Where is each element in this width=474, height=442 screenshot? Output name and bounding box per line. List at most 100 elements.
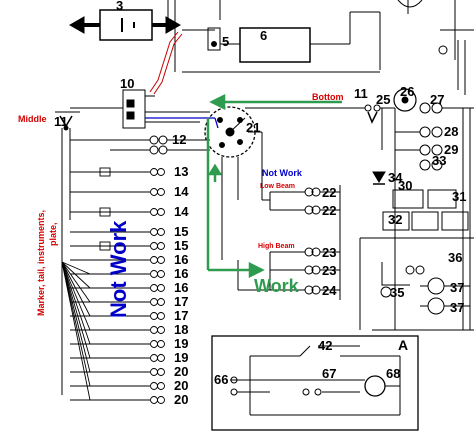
label-15b: 15: [174, 238, 188, 253]
label-34: 34: [388, 170, 403, 185]
annotation-marker: Marker, tail, instruments,: [36, 210, 46, 316]
label-16a: 16: [174, 252, 188, 267]
label-23a: 23: [322, 245, 336, 260]
lamp-bulb: [150, 396, 158, 404]
label-11-right: 11: [354, 86, 368, 101]
lamp-bulb: [157, 312, 165, 320]
label-26: 26: [400, 84, 414, 99]
bulb-12: [70, 135, 210, 155]
lamp-bulb: [157, 326, 165, 334]
lamp-bulb: [150, 368, 158, 376]
label-36: 36: [448, 250, 462, 265]
label-29: 29: [444, 142, 458, 157]
fanout-wire: [61, 261, 91, 373]
lamp-bulb: [157, 270, 165, 278]
label-37a: 37: [450, 280, 464, 295]
relay-10: [122, 89, 210, 129]
instrument-cluster: [359, 88, 474, 331]
lamp-bulb: [157, 228, 165, 236]
lamp-bulb: [157, 368, 165, 376]
fanout-wire: [61, 261, 91, 345]
inset-a: [211, 335, 419, 431]
annotation-not-work-left: Not Work: [106, 220, 131, 318]
label-3: 3: [116, 0, 123, 13]
lamp-bulb: [150, 242, 158, 250]
label-17b: 17: [174, 308, 188, 323]
lamp-row: [70, 241, 165, 251]
lamp-row: [70, 298, 165, 306]
label-19a: 19: [174, 336, 188, 351]
fanout-wire: [61, 261, 91, 401]
lamp-row: [70, 382, 165, 390]
fanout-wire: [61, 261, 91, 303]
lamp-row: [70, 284, 165, 292]
fanout-wire: [61, 261, 91, 275]
fanout-wire: [61, 261, 91, 317]
annotation-work: Work: [254, 276, 300, 296]
lamp-row: [70, 368, 165, 376]
blue-wire: [145, 117, 219, 129]
fanout-wire: [61, 261, 91, 387]
label-66: 66: [214, 372, 228, 387]
label-23b: 23: [322, 263, 336, 278]
top-section: [68, 0, 474, 95]
lamp-row: [70, 396, 165, 404]
label-31: 31: [452, 189, 466, 204]
label-32: 32: [388, 212, 402, 227]
label-68: 68: [386, 366, 400, 381]
label-28: 28: [444, 124, 458, 139]
lamp-bulb: [150, 326, 158, 334]
label-35: 35: [390, 285, 404, 300]
label-20a: 20: [174, 364, 188, 379]
label-12: 12: [172, 132, 186, 147]
label-67: 67: [322, 366, 336, 381]
switch-21: [204, 106, 263, 260]
label-27: 27: [430, 92, 444, 107]
switch-11-right: [364, 104, 381, 124]
lamp-row: [70, 256, 165, 264]
lamp-bulb: [150, 340, 158, 348]
fanout-wire: [61, 261, 91, 289]
lamp-row: [70, 207, 165, 217]
label-16b: 16: [174, 266, 188, 281]
annotation-low-beam: Low Beam: [260, 183, 295, 190]
component-numbers: 3 5 6 10 11 11 12 13 14 14 15 15 16 16 1…: [54, 0, 466, 407]
lamp-row: [70, 228, 165, 236]
lamp-bulb: [157, 256, 165, 264]
lamp-bulb: [157, 340, 165, 348]
lamp-row: [70, 312, 165, 320]
lamp-bulb: [157, 188, 165, 196]
switch-11-left: [55, 111, 80, 131]
lamp-row: [70, 326, 165, 334]
annotation-text: Middle Bottom Not Work Low Beam High Bea…: [18, 92, 344, 318]
lamp-bulb: [150, 312, 158, 320]
annotation-plate: plate,: [48, 222, 58, 246]
label-22b: 22: [322, 203, 336, 218]
label-30: 30: [398, 178, 412, 193]
lamp-bulb: [150, 284, 158, 292]
label-13: 13: [174, 164, 188, 179]
label-11-left: 11: [54, 114, 68, 129]
lamp-bank: [61, 167, 165, 404]
lamp-bulb: [157, 396, 165, 404]
label-10: 10: [120, 76, 134, 91]
green-annotations: [206, 93, 342, 279]
label-14b: 14: [174, 204, 189, 219]
label-5: 5: [222, 34, 229, 49]
lamp-bulb: [150, 168, 158, 176]
label-17a: 17: [174, 294, 188, 309]
label-18: 18: [174, 322, 188, 337]
lamp-bulb: [150, 382, 158, 390]
label-19b: 19: [174, 350, 188, 365]
label-15a: 15: [174, 224, 188, 239]
lamp-row: [70, 188, 165, 196]
lamp-bulb: [157, 284, 165, 292]
lamp-bulb: [157, 382, 165, 390]
lamp-bulb: [150, 208, 158, 216]
label-42: 42: [318, 338, 332, 353]
annotation-middle: Middle: [18, 114, 47, 124]
lamp-row: [70, 340, 165, 348]
label-16c: 16: [174, 280, 188, 295]
lamp-bulb: [157, 208, 165, 216]
annotation-bottom: Bottom: [312, 92, 344, 102]
